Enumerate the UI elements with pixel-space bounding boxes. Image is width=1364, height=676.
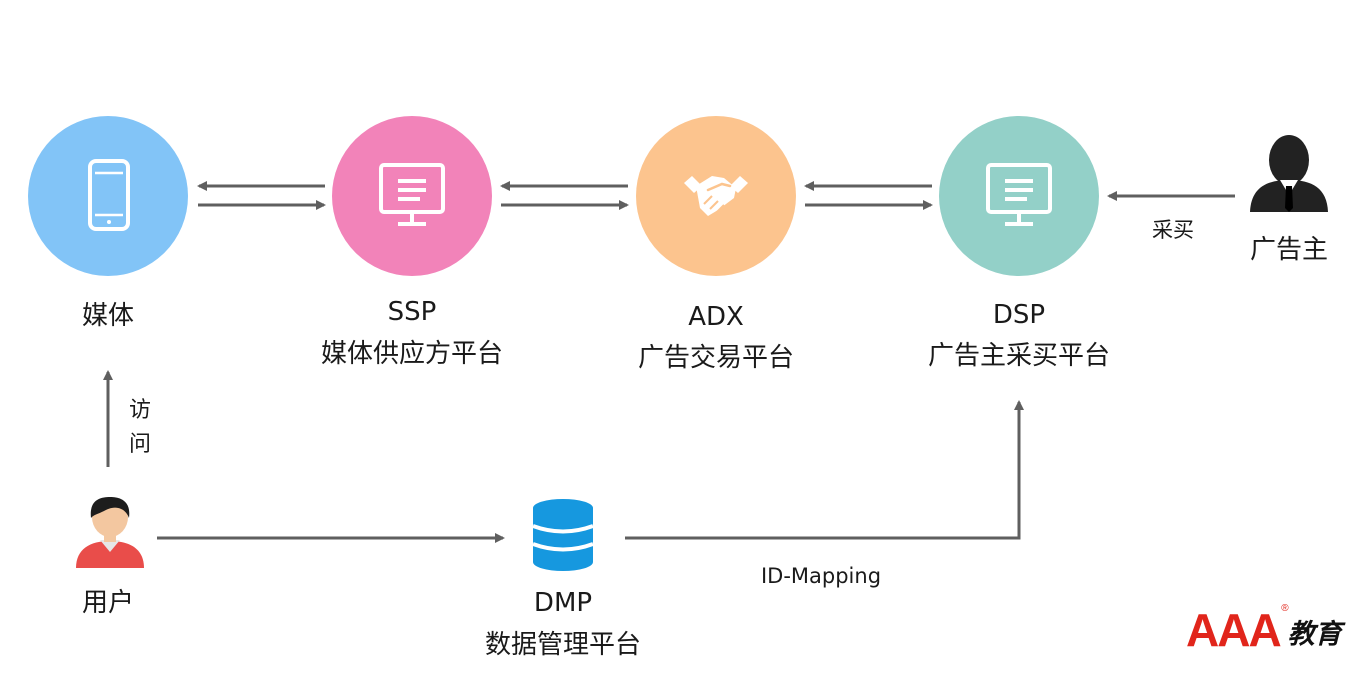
brand-logo: AAA® 教育	[1186, 603, 1342, 656]
handshake-icon	[684, 176, 748, 216]
dmp-sublabel: 数据管理平台	[484, 630, 642, 660]
advertiser-label: 广告主	[1249, 235, 1329, 265]
dsp-sublabel: 广告主采买平台	[927, 341, 1111, 371]
adx-label: ADX	[688, 302, 744, 332]
registered-mark: ®	[1281, 603, 1289, 614]
dmp-label: DMP	[533, 588, 593, 618]
id-mapping-edge-label: ID-Mapping	[760, 564, 882, 588]
dsp-node	[939, 116, 1099, 276]
user-label: 用户	[81, 588, 135, 618]
visit-edge-label: 访问	[128, 398, 151, 457]
ssp-node	[332, 116, 492, 276]
database-icon	[532, 499, 594, 571]
media-label: 媒体	[81, 301, 135, 331]
ssp-label: SSP	[387, 297, 437, 327]
user-icon	[76, 497, 144, 568]
logo-subtitle: 教育	[1287, 619, 1342, 650]
arrows	[103, 181, 1235, 543]
monitor-icon	[379, 163, 445, 226]
adx-sublabel: 广告交易平台	[637, 343, 795, 373]
purchase-edge-label: 采买	[1152, 218, 1194, 242]
logo-mark: AAA®	[1186, 603, 1289, 656]
businessman-icon	[1250, 135, 1328, 212]
monitor-icon	[986, 163, 1052, 226]
smartphone-icon	[88, 159, 130, 231]
ssp-sublabel: 媒体供应方平台	[320, 339, 504, 369]
dmp-to-dsp-arrow	[625, 400, 1024, 540]
dsp-label: DSP	[992, 300, 1046, 330]
media-node	[28, 116, 188, 276]
